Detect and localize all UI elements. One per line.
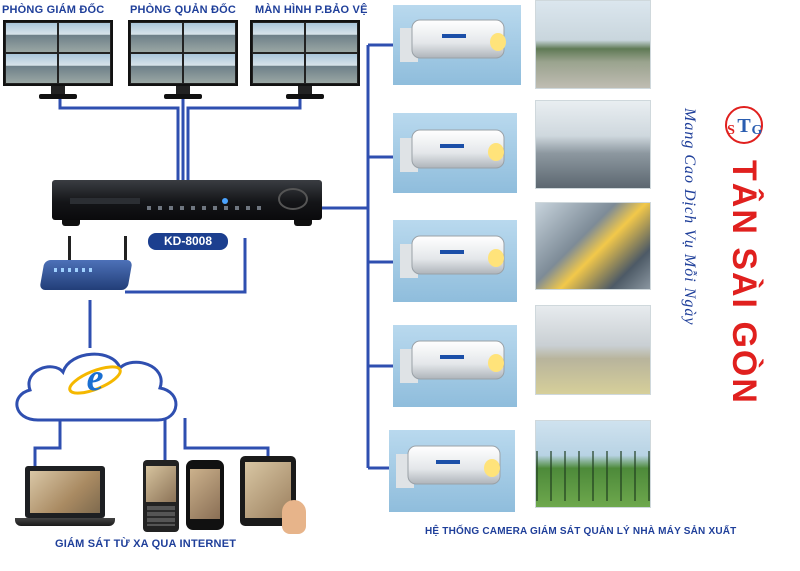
monitor-manager [128,20,238,100]
power-led-icon [222,198,228,204]
antenna-icon [68,236,71,266]
antenna-icon [124,236,127,266]
photo-factory-gate [535,0,651,89]
camera-3 [393,220,517,302]
photo-assembly-line [535,100,651,189]
camera-5 [389,430,515,512]
caption-remote-monitoring: GIÁM SÁT TỪ XA QUA INTERNET [55,538,237,550]
internet-cloud [15,352,178,422]
monitor-screen [128,20,238,86]
photo-machine-workshop [535,202,651,290]
monitor-screen [3,20,113,86]
monitor-label-security: MÀN HÌNH P.BẢO VỆ [255,4,368,16]
camera-2 [393,113,517,193]
monitor-screen [250,20,360,86]
internet-browser-icon: e [68,357,122,399]
photo-fence [535,420,651,508]
svg-text:T: T [737,115,751,137]
mobile-phone [143,460,179,532]
monitor-label-director: PHÒNG GIÁM ĐỐC [2,4,105,16]
caption-camera-system: HỆ THỐNG CAMERA GIÁM SÁT QUẢN LÝ NHÀ MÁY… [425,526,737,537]
laptop [15,466,115,530]
hand-icon [282,500,306,534]
svg-text:e: e [87,357,104,399]
monitor-label-manager: PHÒNG QUẢN ĐỐC [130,4,237,16]
camera-4 [393,325,517,407]
svg-text:G: G [752,123,763,138]
brand-name: TÂN SÀI GÒN [725,160,763,405]
tablet [240,456,296,526]
wifi-router [39,236,133,300]
smartphone [186,460,224,530]
monitor-director [3,20,113,100]
monitor-security [250,20,360,100]
dvr-model-label: KD-8008 [148,233,228,250]
camera-1 [393,5,521,85]
photo-warehouse [535,305,651,395]
tsg-logo-icon: T S G [725,106,763,144]
dvr-recorder [52,180,322,228]
svg-text:S: S [727,123,735,138]
brand-slogan: Mang Cao Dịch Vụ Mỗi Ngày [681,108,698,326]
